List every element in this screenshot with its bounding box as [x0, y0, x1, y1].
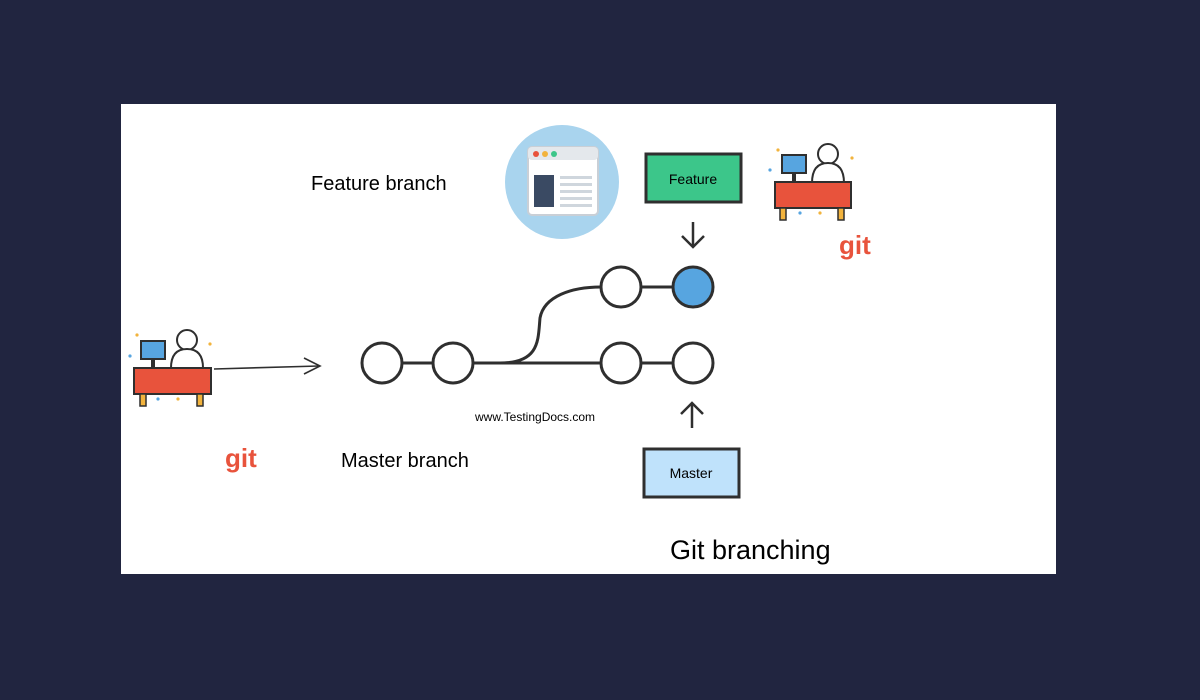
watermark-text: www.TestingDocs.com — [474, 410, 595, 424]
master-pointer-label: Master — [670, 465, 713, 481]
feature-pointer-label: Feature — [669, 171, 717, 187]
master-pointer-box — [642, 447, 741, 499]
feature-branch-label: Feature branch — [311, 173, 447, 195]
feature-pointer-box — [644, 152, 743, 204]
branch-lines — [402, 285, 673, 365]
commit-node — [431, 341, 475, 385]
push-arrow — [213, 357, 322, 375]
commit-node-master-head — [671, 341, 715, 385]
commit-node — [599, 341, 643, 385]
browser-window-icon — [505, 125, 619, 239]
master-branch-label: Master branch — [341, 450, 469, 472]
commit-node — [360, 341, 404, 385]
commit-node-feature-head — [671, 265, 715, 309]
git-logo: git — [839, 230, 871, 260]
arrow-down-icon — [681, 222, 705, 249]
arrow-up-icon — [680, 401, 704, 428]
developer-at-desk-icon — [768, 143, 854, 221]
diagram-title: Git branching — [670, 535, 831, 565]
commit-node — [599, 265, 643, 309]
git-logo: git — [225, 443, 257, 473]
developer-at-desk-icon — [128, 329, 212, 407]
